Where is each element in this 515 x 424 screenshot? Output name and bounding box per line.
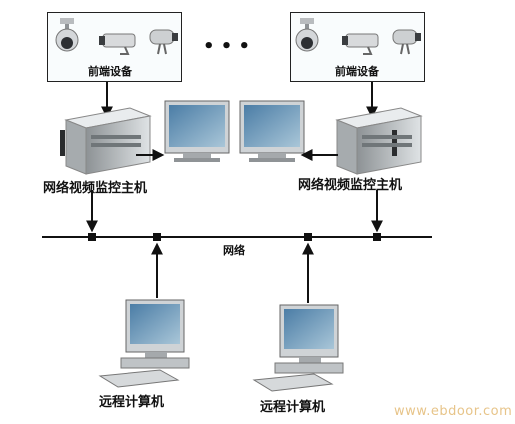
keyboard-icon xyxy=(98,369,180,388)
remote-computer-label-left: 远程计算机 xyxy=(99,395,165,410)
workstation-icon xyxy=(274,304,344,374)
front-devices-label-right: 前端设备 xyxy=(335,65,379,78)
network-node xyxy=(373,233,381,241)
speed-dome-icon xyxy=(392,29,421,55)
dome-camera-icon xyxy=(295,18,319,52)
host-label-right: 网络视频监控主机 xyxy=(298,178,403,193)
network-label: 网络 xyxy=(223,244,245,257)
ellipsis: • • • xyxy=(203,36,251,57)
network-node xyxy=(88,233,96,241)
front-devices-label-left: 前端设备 xyxy=(88,65,132,78)
watermark: www.ebdoor.com xyxy=(394,404,513,419)
network-node xyxy=(304,233,312,241)
monitor-icon xyxy=(164,100,230,162)
host-label-left: 网络视频监控主机 xyxy=(43,181,148,196)
server-icon xyxy=(335,107,423,175)
workstation-icon xyxy=(120,299,190,369)
speed-dome-icon xyxy=(149,29,178,55)
dome-camera-icon xyxy=(55,18,79,52)
bullet-camera-icon xyxy=(342,33,379,55)
server-icon xyxy=(60,107,152,175)
monitor-icon xyxy=(239,100,305,162)
bullet-camera-icon xyxy=(99,33,136,55)
network-node xyxy=(153,233,161,241)
remote-computer-label-right: 远程计算机 xyxy=(260,400,326,415)
keyboard-icon xyxy=(252,373,334,392)
